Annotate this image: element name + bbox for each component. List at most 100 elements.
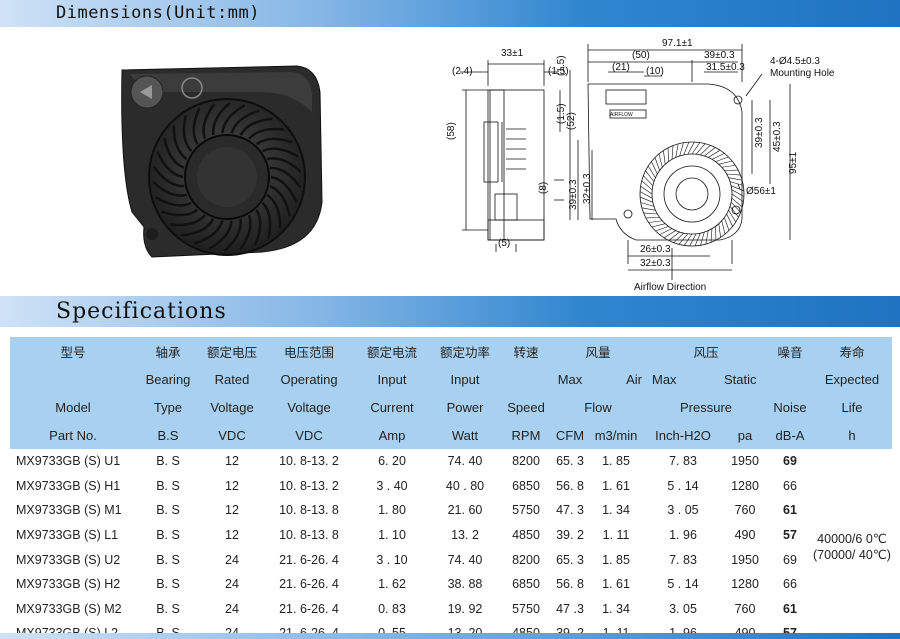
cell-power: 40 . 80 [445,478,485,493]
cell-part: MX9733GB (S) M2 [16,601,122,616]
hdr2-static: Static [724,371,757,387]
cell-range: 21. 6-26. 4 [279,601,339,616]
dim-45: 45±0.3 [772,121,783,152]
hdr2-max2: Max [652,371,677,387]
cell-bearing: B. S [156,601,180,616]
cell-voltage: 24 [225,577,239,592]
hdr-cn-current: 额定电流 [366,344,417,360]
hdr4-vdc2: VDC [295,427,323,443]
dimensions-title: Dimensions(Unit:mm) [56,3,260,23]
cell-part: MX9733GB (S) L1 [16,528,119,543]
specifications-table: 型号 轴承 额定电压 电压范围 额定电流 额定功率 转速 风量 风压 噪音 寿命… [10,337,892,639]
dimensions-banner: Dimensions(Unit:mm) [0,0,900,27]
cell-noise: 57 [783,528,797,543]
cell-inch: 7. 83 [669,454,697,469]
cell-voltage: 24 [225,601,239,616]
dim-97: 97.1±1 [662,38,693,49]
header-row-4: Part No. B.S VDC VDC Amp Watt RPM CFM m3… [10,421,892,449]
dim-95: 95±1 [788,151,799,174]
hdr2-bearing: Bearing [145,371,191,387]
dim-21: (21) [612,62,630,73]
cell-bearing: B. S [156,454,180,469]
hdr3-pressure: Pressure [679,399,733,415]
cell-m3: 1. 34 [602,601,630,616]
bottom-bar [0,633,900,639]
cell-noise: 69 [783,552,797,567]
dim-5: (5) [498,238,510,249]
hdr4-cfm: CFM [555,427,585,443]
cell-inch: 5 . 14 [667,478,699,493]
cell-pa: 760 [734,601,756,616]
cell-pa: 1280 [731,478,759,493]
hdr-cn-power: 额定功率 [439,344,490,360]
cell-m3: 1. 61 [602,478,630,493]
cell-part: MX9733GB (S) U2 [16,552,121,567]
hdr3-noise: Noise [773,399,807,415]
hdr3-voltage2: Voltage [287,399,331,415]
cell-voltage: 24 [225,552,239,567]
cell-bearing: B. S [156,478,180,493]
header-row-3: Model Type Voltage Voltage Current Power… [10,393,892,421]
cell-cfm: 39. 2 [556,528,584,543]
hdr-cn-model: 型号 [60,344,86,360]
cell-pa: 1950 [731,552,759,567]
cell-inch: 3 . 05 [667,503,699,518]
cell-inch: 3. 05 [669,601,697,616]
cell-current: 0. 83 [378,601,406,616]
hdr4-vdc1: VDC [218,427,246,443]
cell-range: 21. 6-26. 4 [279,552,339,567]
hdr-cn-life: 寿命 [839,344,865,360]
cell-noise: 66 [783,478,797,493]
cell-part: MX9733GB (S) H1 [16,478,121,493]
cell-current: 3 . 10 [376,552,408,567]
hdr-cn-rated: 额定电压 [206,344,257,360]
mounting-hole-label: Mounting Hole [770,68,835,79]
specifications-title: Specifications [56,299,227,324]
hdr2-max1: Max [557,371,583,387]
hdr4-pa: pa [737,427,753,443]
cell-pa: 760 [734,503,756,518]
hdr4-partno: Part No. [49,427,97,443]
airflow-tag: AIRFLOW [610,112,633,118]
cell-bearing: B. S [156,528,180,543]
dim-32a: 32±0.3 [582,173,593,204]
dimension-drawing: 33±1 (2.4) (1.5) (58) (1.5) (1.5) (8) (5… [446,38,835,293]
dim-26: 26±0.3 [640,244,671,255]
cell-range: 10. 8-13. 2 [279,454,339,469]
hdr4-amp: Amp [378,427,406,443]
cell-pa: 490 [734,528,756,543]
cell-cfm: 65. 3 [556,454,584,469]
hdr2-empty3 [768,365,812,393]
hdr2-rated: Rated [214,371,250,387]
cell-m3: 1. 34 [602,503,630,518]
cell-pa: 1280 [731,577,759,592]
dim-50: (50) [632,50,650,61]
hdr-cn-speed: 转速 [513,344,539,360]
header-row-cn: 型号 轴承 额定电压 电压范围 额定电流 额定功率 转速 风量 风压 噪音 寿命 [10,337,892,365]
cell-inch: 1. 96 [669,528,697,543]
cell-voltage: 12 [225,478,239,493]
cell-power: 74. 40 [447,552,483,567]
dim-58: (58) [446,122,457,140]
cell-cfm: 47 .3 [556,601,584,616]
dim-39a: 39±0.3 [704,50,735,61]
dim-52: (52) [566,112,577,130]
hdr-cn-bearing: 轴承 [155,344,181,360]
specifications-banner: Specifications [0,296,900,327]
cell-range: 10. 8-13. 8 [279,503,339,518]
cell-m3: 1. 85 [602,454,630,469]
dim-1-5b: (1.5) [556,103,567,124]
hdr-cn-pressure: 风压 [693,344,719,360]
cell-current: 1. 10 [378,528,406,543]
cell-noise: 61 [783,601,797,616]
hdr4-watt: Watt [451,427,479,443]
cell-bearing: B. S [156,503,180,518]
cell-rpm: 8200 [512,552,540,567]
dim-33: 33±1 [501,48,524,59]
